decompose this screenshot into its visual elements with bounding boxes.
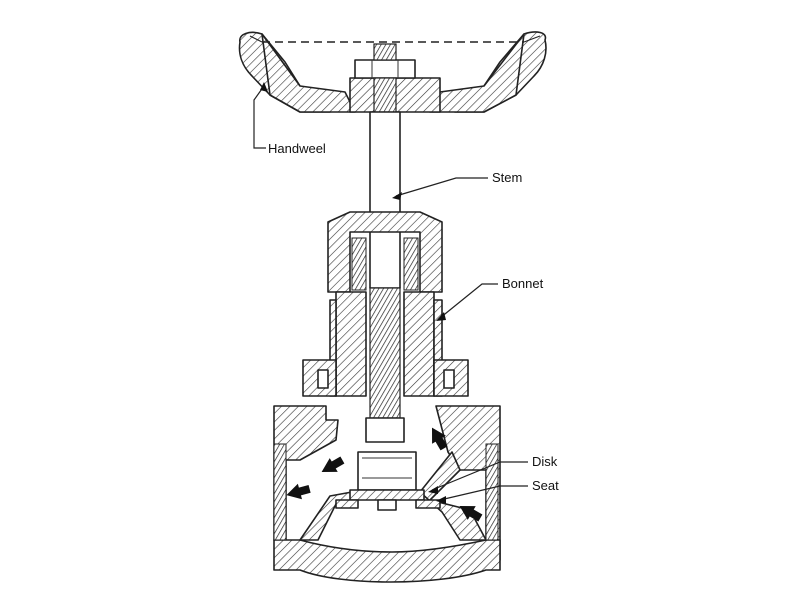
label-stem: Stem (492, 170, 522, 185)
label-disk: Disk (532, 454, 558, 469)
label-seat: Seat (532, 478, 559, 493)
handwheel (238, 31, 547, 113)
disk (349, 451, 425, 501)
stem (365, 111, 405, 443)
label-handwheel: Handweel (268, 141, 326, 156)
bonnet (302, 211, 469, 397)
leader-lines (253, 82, 528, 504)
label-bonnet: Bonnet (502, 276, 544, 291)
flow-arrows (286, 427, 483, 522)
seat (335, 499, 441, 511)
